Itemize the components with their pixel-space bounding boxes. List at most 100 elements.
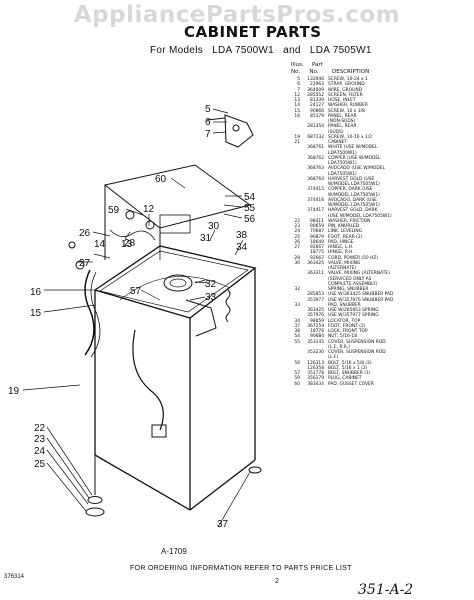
header-illus: Illus. — [291, 62, 304, 68]
illustration-code: A-1709 — [161, 547, 187, 556]
part-number: 285552 — [307, 92, 324, 98]
callout-6: 6 — [205, 117, 211, 128]
part-description: USE W/357976 SNUBBER PAD — [328, 297, 394, 303]
part-description: PAD, GUSSET COVER — [328, 381, 374, 387]
part-row: LDA7505W1) — [291, 161, 471, 166]
part-description: AVOCADO, DARK (USE — [328, 197, 377, 203]
header-part: Part — [312, 62, 323, 68]
front-foot — [248, 466, 262, 474]
model-2: LDA 7505W1 — [309, 45, 372, 56]
callout-12: 12 — [143, 204, 155, 215]
part-illus-no: 16 — [294, 113, 300, 119]
top-bracket — [206, 114, 254, 148]
part-description: PANEL, REAR — [328, 124, 357, 130]
part-description: W/MODEL LDA7505W1) — [328, 203, 380, 208]
part-description: VALVE, MIXING (ALTERNATE) — [328, 271, 390, 277]
part-row: (USE W/MODEL LDA7505W1) — [291, 214, 471, 219]
part-number: 368764 — [307, 176, 324, 182]
callout-28: 28 — [124, 238, 136, 249]
part-number: 687132 — [307, 134, 324, 140]
callout-38: 38 — [236, 230, 248, 241]
part-number: 351778 — [307, 371, 324, 376]
header-no-1: No. — [291, 68, 301, 75]
part-description: CORD, POWER (50 HZ) — [328, 255, 379, 261]
part-description: (L.F., R.R.) — [328, 344, 350, 350]
part-row: COMPLETE ASSEMBLY) — [291, 282, 471, 287]
part-description: SCREW, 10 x 3/8 — [328, 108, 365, 114]
part-row: 368764 HARVEST GOLD (USE — [291, 177, 471, 182]
part-row: 59 356179 PLUG, CABINET — [291, 376, 471, 381]
part-illus-no: 27 — [294, 245, 300, 250]
part-number: 363425 — [307, 308, 324, 313]
callout-33: 33 — [205, 292, 217, 303]
part-number: 383434 — [307, 381, 324, 387]
part-illus-no: 21 — [294, 140, 300, 145]
part-description: PIN, KNURLED — [328, 224, 360, 229]
part-description: PLUG, CABINET — [328, 376, 362, 382]
part-illus-no: 56 — [294, 360, 300, 366]
part-number: 90659 — [310, 224, 324, 229]
watermark: AppliancePartsPros.com — [73, 2, 401, 28]
leader-lines — [22, 108, 251, 528]
part-number: 18649 — [310, 239, 324, 245]
part-description: SCREW, 10-16 x 1/2 — [328, 134, 373, 140]
part-description: LOCATOR, TOP — [328, 318, 361, 324]
callouts: 5 6 7 60 54 55 56 59 12 13 14 26 27 28 3… — [8, 104, 256, 530]
part-illus-no: 26 — [294, 239, 300, 245]
part-description: (USE W/MODEL LDA7505W1) — [328, 213, 392, 219]
callout-32: 32 — [205, 279, 217, 290]
part-description: WASHER, FRICTION — [328, 218, 371, 224]
part-number: 356179 — [307, 376, 324, 382]
part-description: LOCK, FRONT TOP — [328, 329, 368, 334]
part-description: USE W/357977 SPRING — [328, 313, 379, 319]
part-number: 374415 — [307, 187, 324, 193]
callout-60: 60 — [155, 174, 167, 185]
part-illus-no: 60 — [294, 381, 300, 387]
callout-37: 37 — [217, 519, 229, 530]
part-description: PAD, HINGE — [328, 239, 354, 245]
snubber-spring — [225, 289, 231, 323]
part-illus-no: 59 — [294, 376, 300, 382]
callout-24: 24 — [34, 446, 46, 457]
part-description: NUT, 5/16-18 — [328, 334, 358, 340]
part-row: 26 18649 PAD, HINGE — [291, 240, 471, 245]
parts-list-header: Illus. Part No. No. DESCRIPTION — [291, 62, 471, 75]
part-illus-no: 15 — [294, 108, 300, 114]
part-description: HINGE, L.H. — [328, 245, 354, 250]
part-illus-no: 54 — [294, 334, 300, 340]
part-row: (SERVICED ONLY AS — [291, 277, 471, 282]
inlet-hoses — [68, 241, 101, 358]
part-description: VALVE, MIXING — [328, 260, 361, 266]
callout-27: 27 — [79, 258, 91, 269]
part-number: 363311 — [307, 271, 324, 277]
rear-panel — [103, 164, 252, 260]
part-description: HARVEST GOLD (USE — [328, 176, 375, 182]
callout-56: 56 — [244, 214, 256, 225]
part-description: LDA7505W1) — [328, 171, 357, 177]
part-number: 92667 — [310, 245, 324, 250]
part-number: 18776 — [310, 329, 324, 334]
part-description: USE W/363425 SNUBBER PAD — [328, 292, 394, 298]
model-subtitle: For Models LDA 7500W1 and LDA 7505W1 — [150, 45, 378, 56]
